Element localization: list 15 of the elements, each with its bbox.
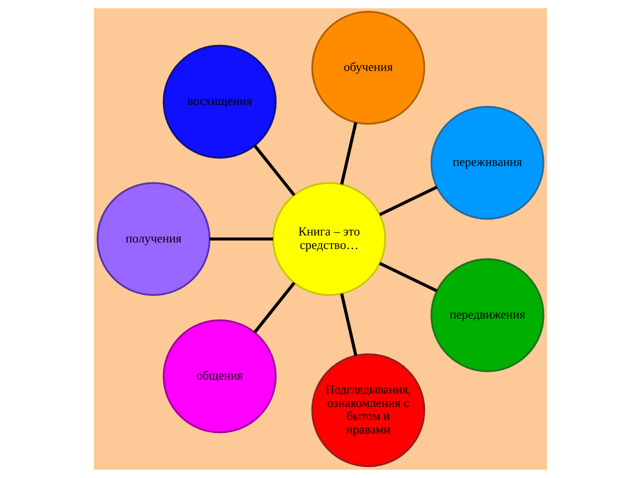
node-circle: общения xyxy=(162,319,276,434)
node-circle: обучения xyxy=(310,10,425,125)
node-circle: восхищения xyxy=(162,44,276,159)
node-circle: получения xyxy=(96,182,210,296)
node-circle: передвижения xyxy=(430,258,544,372)
connector xyxy=(252,282,295,334)
node-circle: переживания xyxy=(430,106,544,220)
connector xyxy=(340,293,357,356)
connector xyxy=(340,122,357,185)
node-circle: Подглядывания, ознакомления с бытом и нравами xyxy=(310,353,425,468)
connector xyxy=(209,237,273,241)
connector xyxy=(378,262,438,292)
connector xyxy=(252,144,295,196)
connector xyxy=(378,186,438,216)
node-circle: Книга – это средство… xyxy=(272,182,386,296)
